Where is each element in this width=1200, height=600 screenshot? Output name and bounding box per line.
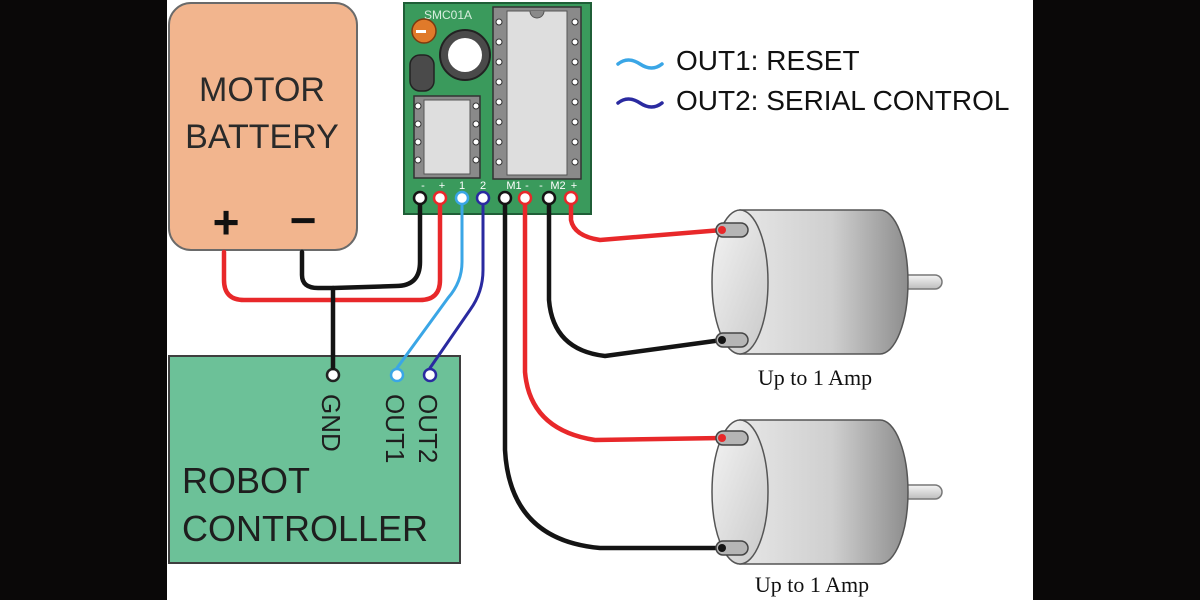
legend-out2-swatch — [616, 97, 664, 109]
wire-out1 — [395, 198, 464, 370]
motor-terminal — [715, 430, 749, 446]
board-label: SMC01A — [424, 8, 472, 22]
battery-title-line2: BATTERY — [185, 118, 339, 156]
board-pin-label: - — [421, 180, 425, 192]
board-pin-label: 1 — [459, 180, 465, 192]
board-pin-label: + — [439, 180, 445, 192]
controller-gnd-terminal — [325, 367, 341, 383]
board-pin-label: + — [571, 180, 577, 192]
legend-out2-label: OUT2: SERIAL CONTROL — [676, 85, 1009, 116]
motor-battery: MOTOR BATTERY + − — [168, 2, 358, 251]
battery-title-line1: MOTOR — [199, 71, 325, 109]
motor2-rating: Up to 1 Amp — [755, 572, 869, 597]
small-ic-chip — [413, 95, 481, 179]
controller-title-line1: ROBOT — [182, 460, 310, 501]
large-ic-chip — [492, 6, 582, 180]
motor-terminal — [715, 332, 749, 348]
dc-motor-2: Up to 1 Amp — [711, 419, 943, 597]
wire-board-ground — [330, 197, 423, 291]
board-pin-label: M1 — [506, 180, 521, 192]
board-pin-label: - — [525, 180, 529, 192]
board-pin-label: M2 — [550, 180, 565, 192]
legend: OUT1: RESET OUT2: SERIAL CONTROL — [616, 45, 1009, 116]
controller-title-line2: CONTROLLER — [182, 508, 428, 549]
wire-motor1-positive — [568, 197, 725, 243]
robot-controller: ROBOT CONTROLLER GND OUT1 OUT2 — [168, 355, 461, 564]
motor-terminal — [715, 540, 749, 556]
board-terminals — [412, 190, 579, 206]
legend-out1-label: OUT1: RESET — [676, 45, 860, 76]
wire-motor2-negative — [502, 197, 725, 551]
transistor — [409, 54, 435, 92]
battery-minus-terminal: − — [290, 194, 317, 246]
board-pin-label: 2 — [480, 180, 486, 192]
wire-motor1-negative — [546, 197, 725, 359]
controller-pin-out1: OUT1 — [380, 394, 410, 463]
wire-out2 — [428, 198, 485, 370]
wire-battery-negative — [299, 249, 336, 371]
motor-terminal — [715, 222, 749, 238]
legend-out1-swatch — [616, 58, 664, 70]
controller-pin-out2: OUT2 — [413, 394, 443, 463]
dc-motor-1: Up to 1 Amp — [711, 209, 943, 390]
controller-pin-gnd: GND — [316, 394, 346, 452]
battery-plus-terminal: + — [213, 196, 240, 248]
motor1-rating: Up to 1 Amp — [758, 365, 872, 390]
controller-out1-terminal — [389, 367, 405, 383]
controller-out2-terminal — [422, 367, 438, 383]
smc01a-board: SMC01A — [403, 2, 592, 215]
wire-motor2-positive — [522, 197, 725, 443]
board-pin-label: - — [539, 180, 543, 192]
